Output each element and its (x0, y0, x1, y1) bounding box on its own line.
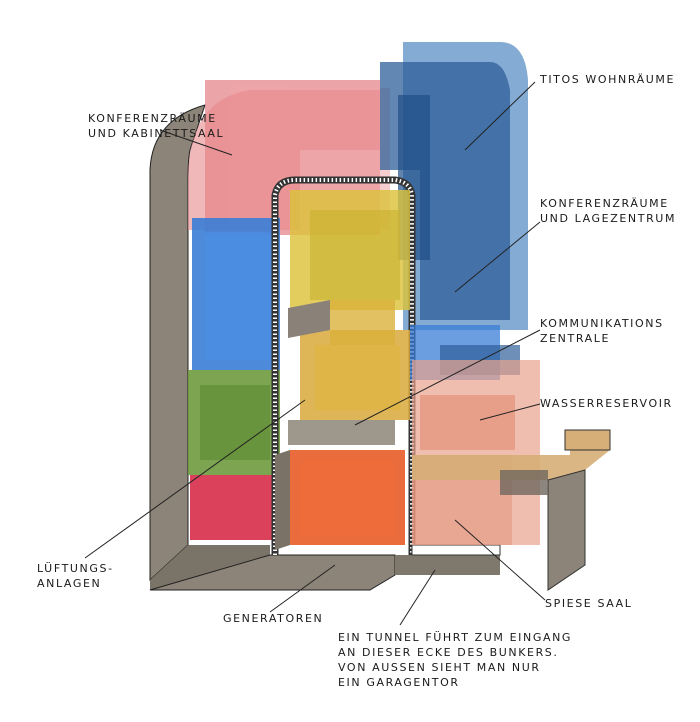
label-konferenz-kabinett-line-1: KONFERENZRÄUME (88, 112, 217, 125)
label-generatoren: GENERATOREN (223, 612, 324, 625)
label-kommunikation-line-2: ZENTRALE (540, 332, 611, 345)
room-crimson (190, 475, 275, 540)
label-tunnel: EIN TUNNEL FÜHRT ZUM EINGANG AN DIESER E… (338, 630, 572, 690)
label-luftung: LÜFTUNGS- ANLAGEN (37, 561, 114, 591)
label-tunnel-line-2: AN DIESER ECKE DES BUNKERS. (338, 646, 559, 659)
label-luftung-line-2: ANLAGEN (37, 577, 102, 590)
label-konferenz-kabinett-line-2: UND KABINETTSAAL (88, 127, 225, 140)
room-luftung (188, 370, 280, 475)
label-tunnel-line-1: EIN TUNNEL FÜHRT ZUM EINGANG (338, 631, 573, 644)
label-konferenz-lage-line-1: KONFERENZRÄUME (540, 197, 669, 210)
label-tunnel-line-4: EIN GARAGENTOR (338, 676, 460, 689)
core-beams (288, 300, 395, 445)
room-generator-orange (275, 450, 405, 550)
label-tunnel-line-3: VON AUSSEN SIEHT MAN NUR (338, 661, 541, 674)
label-wasser: WASSERRESERVOIR (540, 397, 673, 410)
room-core-yellow (290, 190, 410, 420)
label-titos-wohnraume: TITOS WOHNRÄUME (540, 73, 676, 86)
label-kommunikation-line-1: KOMMUNIKATIONS (540, 317, 664, 330)
label-konferenz-kabinett: KONFERENZRÄUME UND KABINETTSAAL (88, 111, 224, 141)
leader-lines (84, 81, 546, 626)
label-konferenz-lage-line-2: UND LAGEZENTRUM (540, 212, 677, 225)
room-blue-left (192, 218, 280, 370)
tunnel (412, 429, 611, 591)
label-kommunikation: KOMMUNIKATIONS ZENTRALE (540, 316, 664, 346)
bunker-shell (149, 104, 500, 591)
inner-frame (271, 176, 501, 556)
label-konferenz-lage: KONFERENZRÄUME UND LAGEZENTRUM (540, 196, 676, 226)
label-luftung-line-1: LÜFTUNGS- (37, 562, 114, 575)
label-spiese-saal: SPIESE SAAL (545, 597, 633, 610)
room-wasser (412, 360, 540, 545)
